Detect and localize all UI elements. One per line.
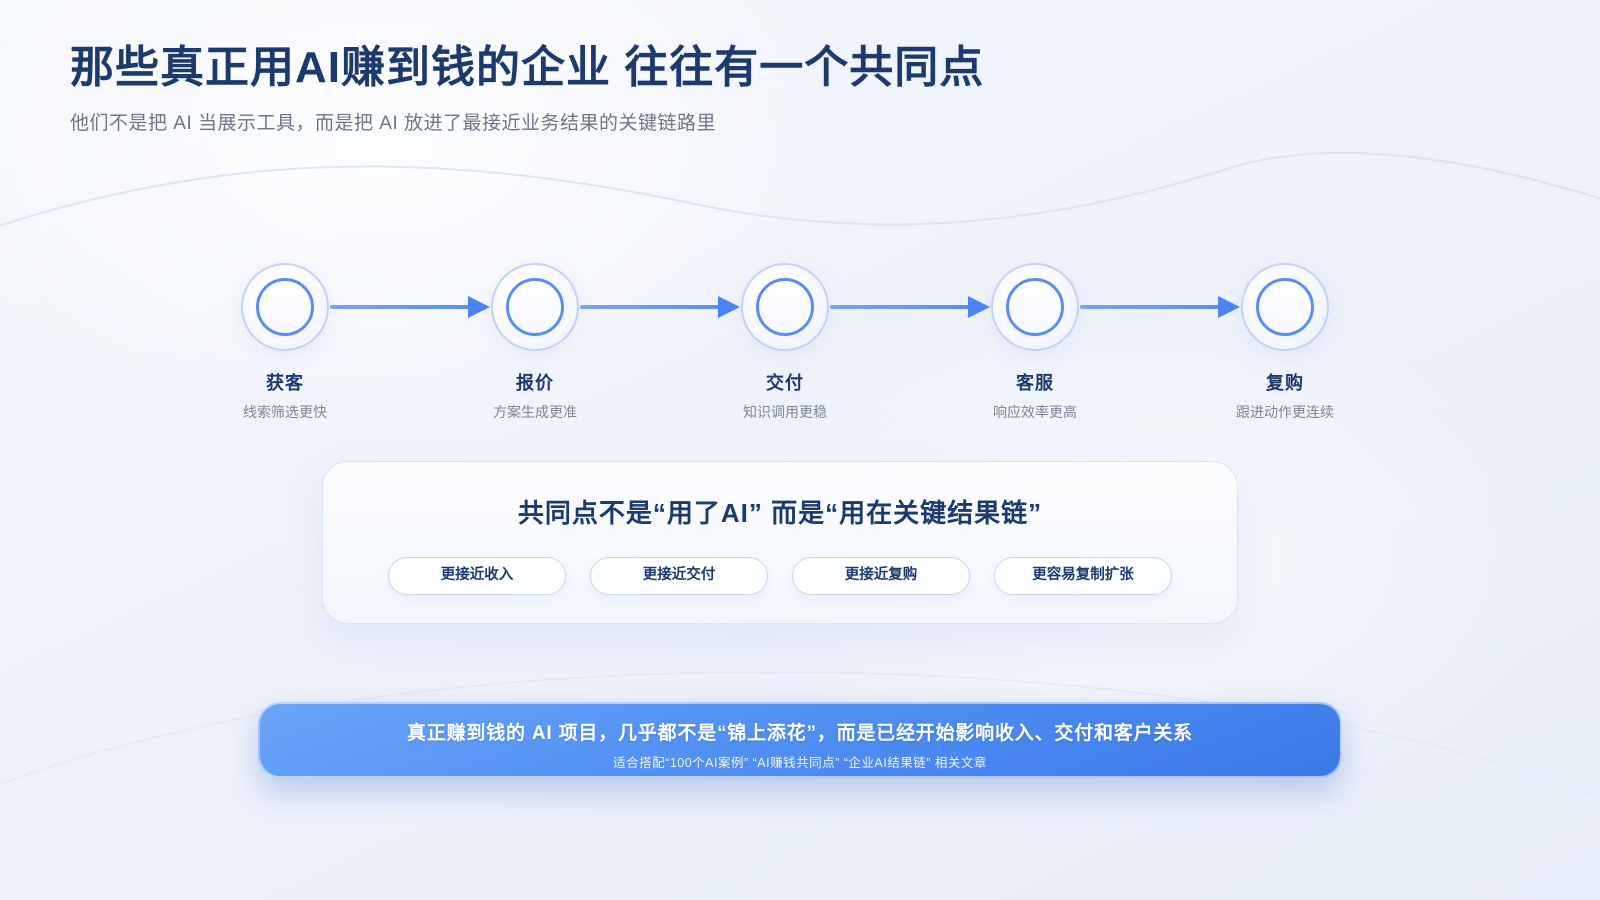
- summary-card: 共同点不是“用了AI” 而是“用在关键结果链” 更接近收入 更接近交付 更接近复…: [322, 461, 1238, 624]
- arrow-line: [1080, 305, 1232, 309]
- flow-node-label: 客服: [1016, 373, 1054, 393]
- flow-node-acquisition: 获客 线索筛选更快: [160, 263, 410, 422]
- flow-node-support: 客服 响应效率更高: [910, 263, 1160, 422]
- arrow-line: [580, 305, 732, 309]
- node-core-icon: [756, 278, 814, 336]
- node-core-icon: [256, 278, 314, 336]
- flow-node-repurchase: 复购 跟进动作更连续: [1160, 263, 1410, 422]
- pill-closer-revenue: 更接近收入: [388, 557, 566, 595]
- node-ring-icon: [241, 263, 329, 351]
- page-subtitle: 他们不是把 AI 当展示工具，而是把 AI 放进了最接近业务结果的关键链路里: [70, 113, 717, 135]
- flow-node-desc: 响应效率更高: [993, 404, 1077, 420]
- arrow-head-icon: [968, 296, 990, 318]
- flow-node-label: 获客: [266, 373, 304, 393]
- flow-node-desc: 跟进动作更连续: [1236, 404, 1334, 420]
- arrow-head-icon: [1218, 296, 1240, 318]
- header: 那些真正用AI赚到钱的企业 往往有一个共同点 他们不是把 AI 当展示工具，而是…: [70, 43, 985, 135]
- pill-closer-delivery: 更接近交付: [590, 557, 768, 595]
- arrow-line: [830, 305, 982, 309]
- pill-easier-scale: 更容易复制扩张: [994, 557, 1172, 595]
- flow-node-label: 交付: [766, 373, 804, 393]
- flow-node-desc: 线索筛选更快: [243, 404, 327, 420]
- arrow-head-icon: [718, 296, 740, 318]
- node-ring-icon: [991, 263, 1079, 351]
- flow-node-quotation: 报价 方案生成更准: [410, 263, 660, 422]
- node-core-icon: [1256, 278, 1314, 336]
- banner-subline: 适合搭配“100个AI案例” “AI赚钱共同点” “企业AI结果链” 相关文章: [613, 756, 987, 770]
- node-core-icon: [506, 278, 564, 336]
- node-ring-icon: [1241, 263, 1329, 351]
- flow-node-delivery: 交付 知识调用更稳: [660, 263, 910, 422]
- flow-node-label: 复购: [1266, 373, 1304, 393]
- flow-node-label: 报价: [516, 373, 554, 393]
- pill-closer-repurchase: 更接近复购: [792, 557, 970, 595]
- summary-card-title: 共同点不是“用了AI” 而是“用在关键结果链”: [517, 498, 1043, 528]
- flow-diagram: 获客 线索筛选更快 报价 方案生成更准 交付 知识调用更稳: [160, 263, 1410, 422]
- flow-node-desc: 知识调用更稳: [743, 404, 827, 420]
- page-title: 那些真正用AI赚到钱的企业 往往有一个共同点: [70, 43, 985, 92]
- banner-headline: 真正赚到钱的 AI 项目，几乎都不是“锦上添花”，而是已经开始影响收入、交付和客…: [407, 723, 1193, 744]
- node-core-icon: [1006, 278, 1064, 336]
- bottom-banner: 真正赚到钱的 AI 项目，几乎都不是“锦上添花”，而是已经开始影响收入、交付和客…: [258, 702, 1342, 778]
- summary-pills: 更接近收入 更接近交付 更接近复购 更容易复制扩张: [323, 557, 1237, 595]
- node-ring-icon: [741, 263, 829, 351]
- flow-node-desc: 方案生成更准: [493, 404, 577, 420]
- arrow-line: [330, 305, 482, 309]
- arrow-head-icon: [468, 296, 490, 318]
- node-ring-icon: [491, 263, 579, 351]
